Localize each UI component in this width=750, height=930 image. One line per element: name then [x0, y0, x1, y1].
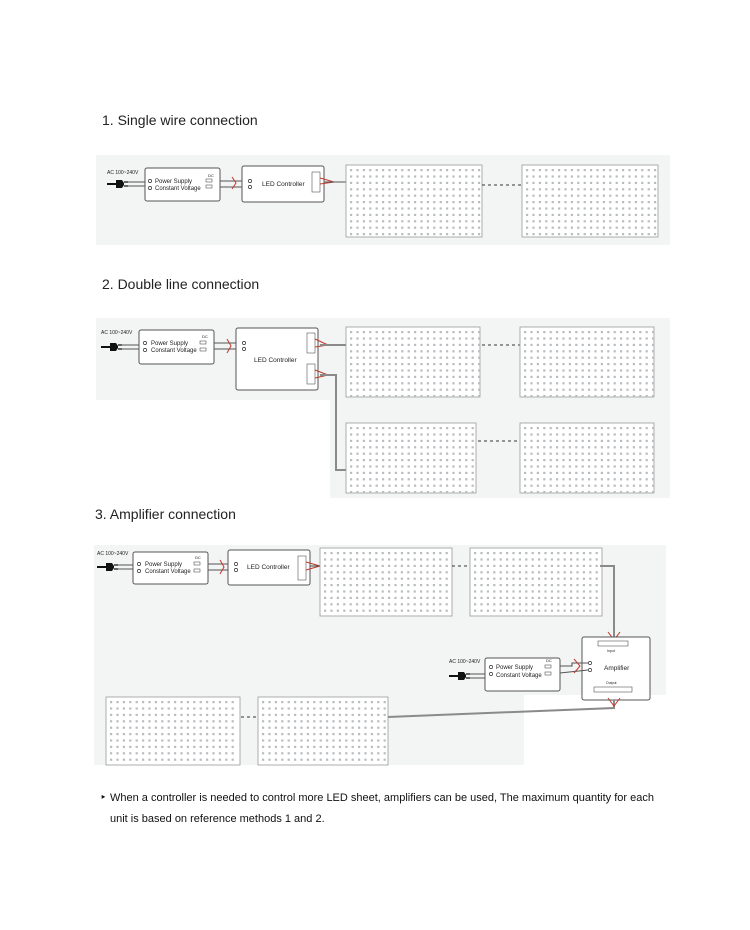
led-sheet — [345, 422, 477, 494]
psu-label: Power Supply — [155, 179, 192, 185]
diagram-single-wire: AC 100~240V Power Supply Constant Voltag… — [96, 155, 670, 245]
led-controller: LED Controller — [227, 549, 311, 586]
controller-label: LED Controller — [262, 181, 305, 188]
psu-label: Power Supply — [151, 341, 188, 347]
power-supply: Power Supply Constant Voltage DC — [132, 551, 209, 585]
led-sheet — [345, 326, 481, 398]
footnote-text: When a controller is needed to control m… — [110, 792, 654, 825]
led-controller: LED Controller — [235, 327, 319, 391]
amplifier-input-label: Input — [607, 649, 615, 653]
ac-input-label: AC 100~240V — [97, 551, 129, 557]
led-sheet — [519, 422, 655, 494]
led-sheet — [521, 164, 659, 238]
power-plug-icon — [101, 343, 122, 351]
power-supply: Power Supply Constant Voltage DC — [484, 657, 561, 692]
psu-voltage-label: Constant Voltage — [145, 569, 191, 575]
heading-amplifier: 3. Amplifier connection — [95, 506, 236, 522]
power-plug-icon — [449, 672, 470, 680]
ac-input-label: AC 100~240V — [101, 330, 133, 336]
led-controller: LED Controller — [241, 165, 325, 203]
psu-label: Power Supply — [145, 562, 182, 568]
psu-dc-label: DC — [208, 173, 214, 178]
led-sheet — [345, 164, 483, 238]
heading-double-line: 2. Double line connection — [102, 276, 260, 292]
led-sheet — [319, 547, 453, 617]
controller-label: LED Controller — [254, 357, 297, 364]
amplifier-label: Amplifier — [604, 665, 630, 672]
led-sheet — [105, 696, 241, 766]
power-supply: Power Supply Constant Voltage DC — [144, 167, 221, 202]
power-plug-icon — [107, 180, 128, 188]
power-supply: Power Supply Constant Voltage DC — [138, 329, 215, 365]
psu-voltage-label: Constant Voltage — [155, 186, 201, 192]
led-sheet — [519, 326, 655, 398]
diagram-double-line: AC 100~240V Power Supply Constant Voltag… — [96, 318, 670, 498]
bullet-icon: ‣ — [100, 792, 107, 804]
psu-label: Power Supply — [496, 665, 533, 671]
psu-dc-label: DC — [195, 555, 201, 560]
ac-input-label: AC 100~240V — [449, 659, 481, 665]
power-plug-icon — [97, 563, 118, 571]
heading-single-wire: 1. Single wire connection — [102, 112, 258, 128]
ac-input-label: AC 100~240V — [107, 170, 139, 176]
psu-voltage-label: Constant Voltage — [496, 673, 542, 679]
diagram-amplifier: AC 100~240V Power Supply Constant Voltag… — [94, 545, 666, 766]
psu-dc-label: DC — [202, 334, 208, 339]
led-sheet — [469, 547, 603, 617]
psu-voltage-label: Constant Voltage — [151, 348, 197, 354]
amplifier-output-label: Output — [606, 681, 617, 685]
psu-dc-label: DC — [546, 658, 552, 663]
amplifier: Input Amplifier Output — [581, 636, 651, 701]
controller-label: LED Controller — [247, 564, 290, 571]
led-sheet — [257, 696, 389, 766]
